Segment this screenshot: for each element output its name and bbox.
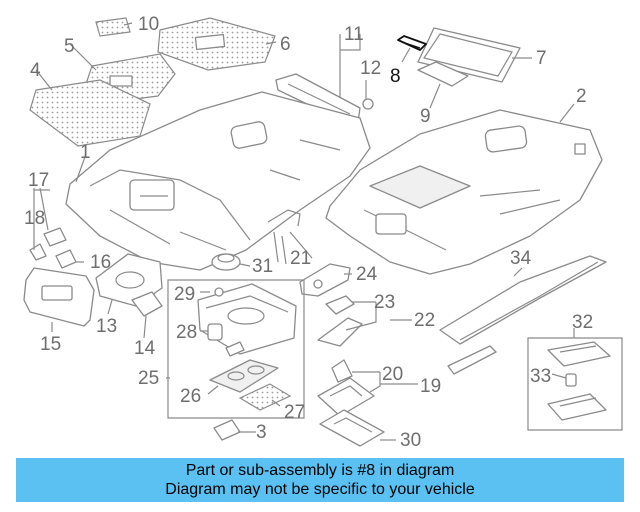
part-34-rail[interactable] — [439, 255, 607, 375]
callout-15: 15 — [40, 334, 61, 355]
part-23-bracket[interactable] — [317, 295, 363, 347]
part-19-housing[interactable] — [317, 377, 375, 417]
callout-8: 8 — [390, 66, 401, 87]
part-26-lens[interactable] — [209, 359, 279, 393]
callout-30: 30 — [400, 430, 421, 451]
callout-9: 9 — [420, 106, 431, 127]
part-10-pad[interactable] — [95, 17, 131, 37]
part-20-lamp[interactable] — [331, 359, 353, 383]
part-31-lamp[interactable] — [211, 253, 241, 271]
callout-3: 3 — [256, 422, 267, 443]
part-32-handle[interactable] — [547, 341, 611, 421]
callout-31: 31 — [252, 256, 273, 277]
part-1-headliner[interactable] — [65, 91, 371, 271]
part-8-dome-lamp[interactable] — [397, 35, 427, 51]
part-27-lens[interactable] — [238, 383, 292, 411]
part-17-clip[interactable] — [43, 227, 67, 247]
callout-23: 23 — [374, 292, 395, 313]
part-33-clip[interactable] — [565, 373, 577, 387]
part-25-group — [167, 279, 305, 419]
callout-2: 2 — [576, 86, 587, 107]
callout-13: 13 — [96, 316, 117, 337]
part-28-clip[interactable] — [207, 323, 223, 341]
callout-4: 4 — [30, 60, 41, 81]
callout-10: 10 — [138, 14, 159, 35]
callout-5: 5 — [64, 36, 75, 57]
info-banner: Part or sub-assembly is #8 in diagram Di… — [16, 458, 624, 502]
part-14-switch[interactable] — [131, 291, 163, 317]
callout-32: 32 — [572, 312, 593, 333]
part-3-clip[interactable] — [213, 419, 241, 441]
part-9-frame[interactable] — [417, 61, 469, 87]
callouts: 10 6 5 4 11 12 8 7 9 2 1 17 18 16 31 21 … — [24, 14, 593, 451]
part-30-cover[interactable] — [319, 409, 385, 447]
part-21-hook[interactable] — [267, 209, 301, 265]
callout-12: 12 — [360, 58, 381, 79]
part-24-bracket[interactable] — [299, 263, 351, 297]
callout-29: 29 — [174, 284, 195, 305]
callout-17: 17 — [28, 170, 49, 191]
callout-22: 22 — [414, 310, 435, 331]
part-2-headliner[interactable] — [325, 109, 603, 275]
callout-28: 28 — [176, 322, 197, 343]
leader-lines — [33, 22, 575, 441]
part-13-console[interactable] — [95, 253, 163, 307]
part-16-clip[interactable] — [55, 249, 77, 269]
part-6-insulation[interactable] — [157, 17, 276, 71]
callout-27: 27 — [284, 402, 305, 423]
callout-19: 19 — [420, 376, 441, 397]
callout-11: 11 — [344, 24, 364, 45]
part-18-clip[interactable] — [29, 243, 47, 261]
part-25-small[interactable] — [225, 341, 245, 357]
part-32-group — [527, 337, 623, 431]
callout-34: 34 — [510, 248, 532, 269]
part-25-console[interactable] — [197, 283, 297, 355]
banner-line-1: Part or sub-assembly is #8 in diagram — [185, 462, 455, 479]
callout-25: 25 — [138, 368, 159, 389]
callout-24: 24 — [356, 264, 378, 285]
callout-16: 16 — [90, 252, 111, 273]
part-7-sunroof[interactable] — [417, 27, 521, 83]
part-15-visor[interactable] — [23, 267, 95, 327]
callout-26: 26 — [180, 386, 201, 407]
callout-1: 1 — [80, 142, 91, 163]
callout-6: 6 — [280, 34, 291, 55]
callout-33: 33 — [530, 366, 551, 387]
callout-18: 18 — [24, 208, 45, 229]
callout-14: 14 — [134, 338, 156, 359]
callout-7: 7 — [536, 48, 547, 69]
callout-20: 20 — [382, 364, 403, 385]
banner-line-2: Diagram may not be specific to your vehi… — [165, 481, 475, 498]
callout-21: 21 — [290, 248, 311, 269]
